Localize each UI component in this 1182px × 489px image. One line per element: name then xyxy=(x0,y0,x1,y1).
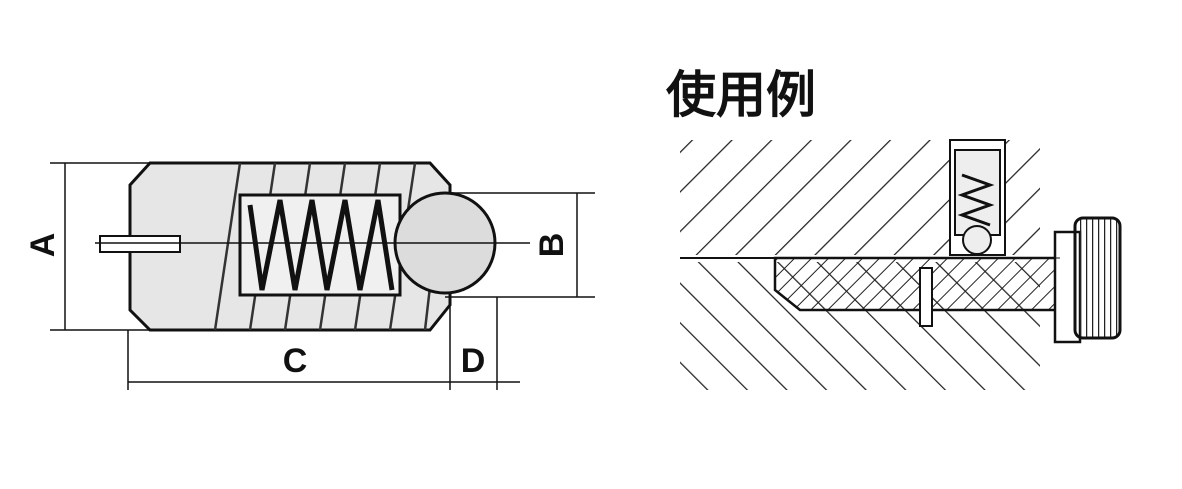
dimension-c-d xyxy=(127,297,520,390)
dimension-b xyxy=(445,192,595,298)
installed-plunger xyxy=(954,149,1001,236)
screw-slot xyxy=(99,235,181,253)
usage-example-drawing xyxy=(680,139,1122,390)
dimension-a xyxy=(50,162,150,331)
knurled-knob xyxy=(1073,216,1122,340)
dimension-label-b: B xyxy=(533,233,571,258)
dimension-label-a: A xyxy=(24,233,62,258)
dimension-label-d: D xyxy=(461,342,486,380)
pin xyxy=(919,267,933,327)
installed-ball xyxy=(962,225,992,255)
ball-plunger-drawing: A B C D xyxy=(24,161,595,390)
dimension-label-c: C xyxy=(283,342,308,380)
slide-bar xyxy=(773,256,1062,312)
spring xyxy=(247,199,395,291)
installed-spring xyxy=(957,173,995,227)
usage-example-title: 使用例 xyxy=(666,66,816,124)
